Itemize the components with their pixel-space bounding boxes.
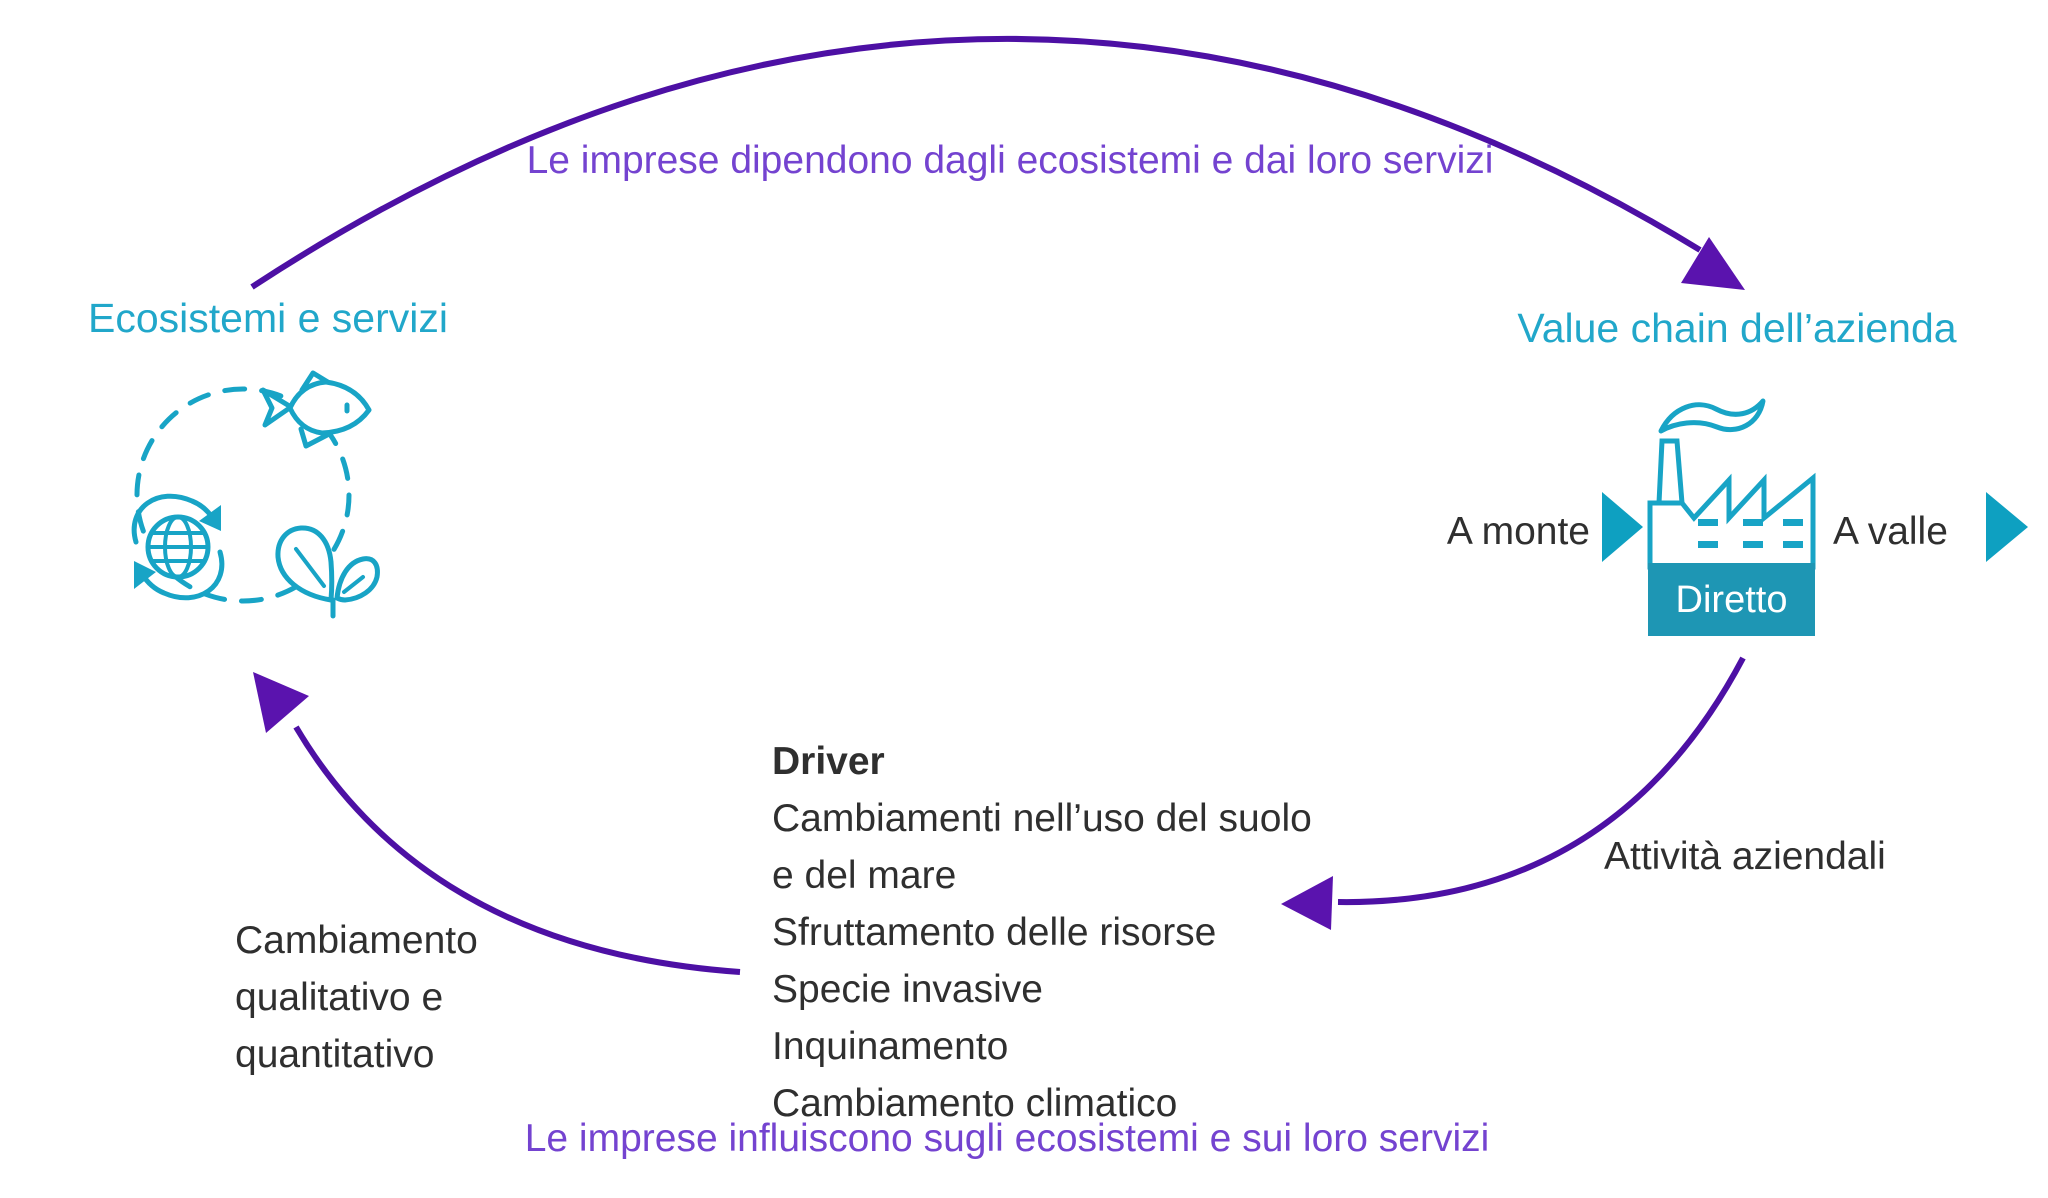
value-chain-label: Value chain dell’azienda (1517, 305, 1957, 351)
driver-item: e del mare (772, 854, 957, 897)
upstream-label: A monte (1446, 510, 1590, 553)
factory-windows (1698, 519, 1803, 548)
leaves-icon (275, 525, 380, 619)
change-label-line: quantitativo (235, 1033, 435, 1076)
dependency-arc-group (250, 35, 1745, 290)
dependency-arrowhead-icon (1681, 237, 1745, 290)
activities-arrowhead-icon (1281, 876, 1333, 930)
change-label-line: qualitativo e (235, 976, 444, 1019)
upstream-arrow-icon (1602, 492, 1643, 562)
direct-label: Diretto (1675, 579, 1788, 621)
downstream-arrow-icon (1986, 492, 2028, 562)
smoke-icon (1658, 398, 1766, 434)
direct-impact-box (1648, 563, 1815, 636)
dashed-cycle-circle (134, 386, 352, 604)
dependency-arc (250, 35, 1702, 290)
driver-item: Cambiamenti nell’uso del suolo (772, 797, 1312, 840)
downstream-label: A valle (1833, 510, 1948, 553)
globe-recycle-icon (131, 493, 225, 601)
driver-block: Driver Cambiamenti nell’uso del suolo e … (772, 733, 1312, 1132)
change-arc (293, 725, 741, 975)
driver-title: Driver (772, 740, 885, 783)
driver-item: Sfruttamento delle risorse (772, 911, 1217, 954)
recycle-arrowhead-top (199, 505, 221, 531)
influence-flow-label: Le imprese influiscono sugli ecosistemi … (524, 1117, 1490, 1160)
ecosystem-cycle-icon (131, 370, 380, 619)
change-arc-group (253, 672, 741, 975)
activities-arc-group (1281, 656, 1746, 930)
driver-item: Cambiamento climatico (772, 1082, 1178, 1125)
ecosystem-label: Ecosistemi e servizi (88, 295, 448, 341)
factory-body (1647, 472, 1816, 570)
dependency-flow-label: Le imprese dipendono dagli ecosistemi e … (526, 139, 1494, 182)
change-arrowhead-icon (253, 672, 309, 733)
driver-item: Specie invasive (772, 968, 1043, 1011)
factory-icon (1647, 398, 1816, 636)
change-label-line: Cambiamento (235, 919, 478, 962)
factory-chimney (1656, 438, 1685, 504)
activities-label: Attività aziendali (1604, 835, 1886, 878)
driver-item: Inquinamento (772, 1025, 1009, 1068)
fish-icon (260, 370, 372, 449)
change-label-block: Cambiamento qualitativo e quantitativo (235, 912, 478, 1083)
recycle-arrowhead-bottom (134, 561, 156, 589)
activities-arc (1337, 656, 1746, 906)
